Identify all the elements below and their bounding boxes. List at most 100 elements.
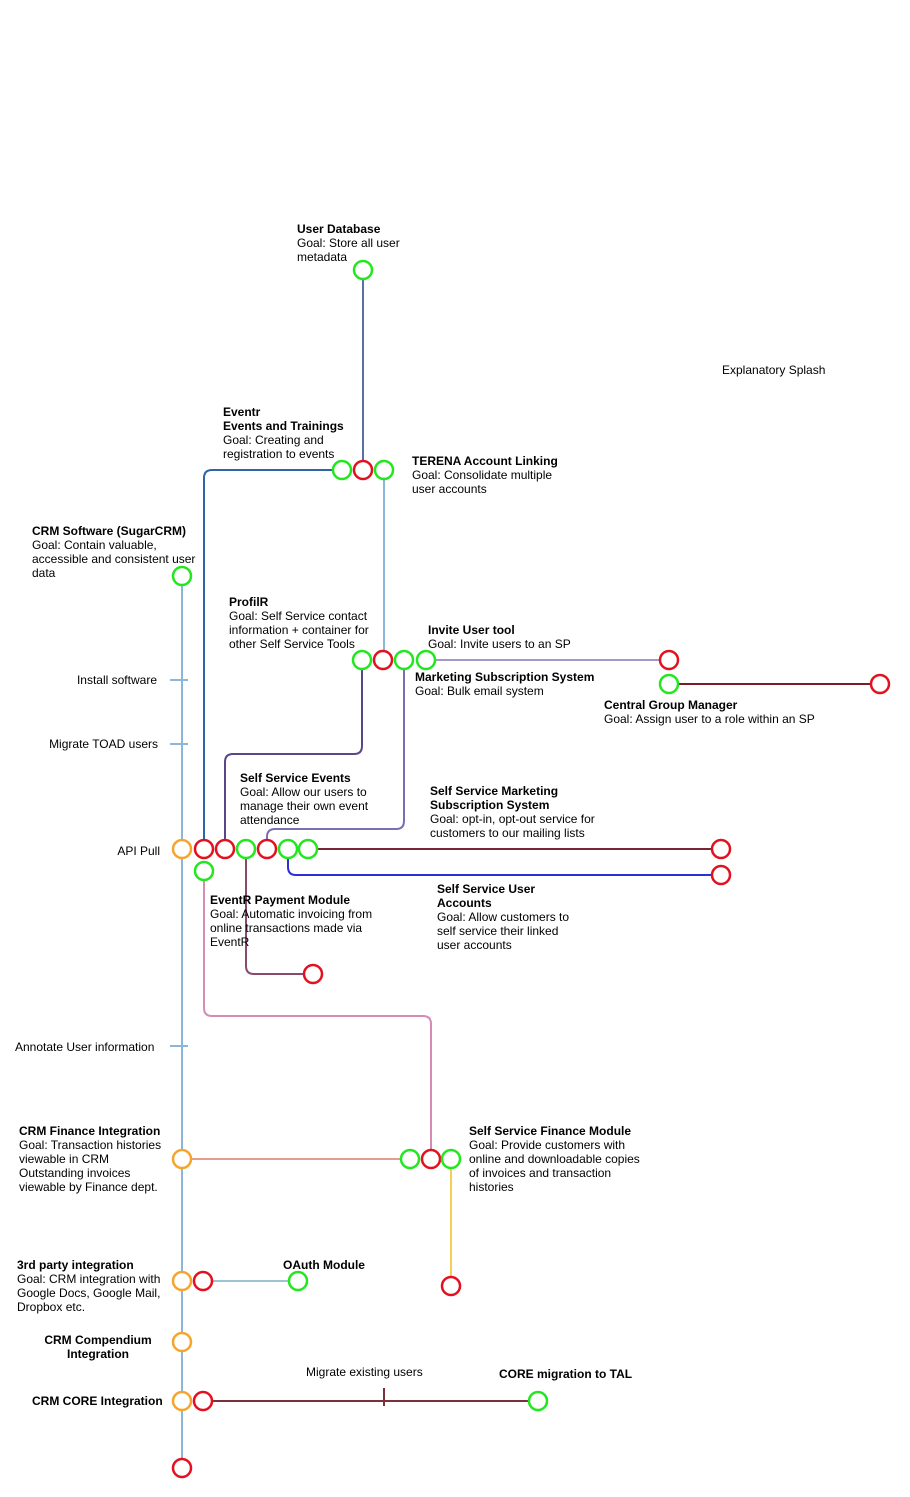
station-marketing-end <box>256 838 278 860</box>
label-title: EventR Payment Module <box>210 893 351 907</box>
station-ss-finance-end <box>440 1275 462 1297</box>
label-title: Self Service User <box>437 882 536 896</box>
label-goal: Goal: Assign user to a role within an SP <box>604 712 815 726</box>
label-goal: Dropbox etc. <box>17 1300 86 1314</box>
label-goal: customers to our mailing lists <box>430 826 585 840</box>
label-goal: Goal: Allow customers to <box>437 910 570 924</box>
station-central-end <box>869 673 891 695</box>
label-goal: metadata <box>297 250 348 264</box>
label-title: OAuth Module <box>283 1258 365 1272</box>
label-goal: Outstanding invoices <box>19 1166 131 1180</box>
label-ss-marketing: Self Service Marketing Subscription Syst… <box>430 784 595 840</box>
label-goal: data <box>32 566 56 580</box>
label-goal: information + container for <box>229 623 369 637</box>
station-ss-finance <box>440 1148 462 1170</box>
station-eventr <box>331 459 353 481</box>
label-goal: user accounts <box>412 482 487 496</box>
station-finance-branch-end <box>420 1148 442 1170</box>
label-third-party: 3rd party integration Goal: CRM integrat… <box>17 1258 160 1314</box>
station-ss-accounts <box>277 838 299 860</box>
label-api-pull: API Pull <box>117 844 160 858</box>
label-title: Central Group Manager <box>604 698 738 712</box>
station-central-group <box>658 673 680 695</box>
label-goal: histories <box>469 1180 514 1194</box>
label-goal: of invoices and transaction <box>469 1166 612 1180</box>
label-title: Self Service Events <box>240 771 351 785</box>
label-migrate-existing: Migrate existing users <box>306 1365 423 1379</box>
label-goal: manage their own event <box>240 799 369 813</box>
label-title: ProfilR <box>229 595 269 609</box>
label-title: CRM Compendium <box>44 1333 152 1347</box>
station-compendium <box>171 1331 193 1353</box>
label-goal: Goal: Invite users to an SP <box>428 637 571 651</box>
label-terena: TERENA Account Linking Goal: Consolidate… <box>412 454 558 496</box>
label-annotate: Annotate User information <box>15 1040 155 1054</box>
label-explanatory-splash: Explanatory Splash <box>722 363 826 377</box>
station-crm-core <box>171 1390 193 1412</box>
label-goal: viewable by Finance dept. <box>19 1180 158 1194</box>
label-goal: Google Docs, Google Mail, <box>17 1286 161 1300</box>
label-title: CRM Finance Integration <box>19 1124 161 1138</box>
label-ss-accounts: Self Service User Accounts Goal: Allow c… <box>437 882 569 952</box>
station-crm-spine-end <box>171 1457 193 1479</box>
station-core-tal <box>527 1390 549 1412</box>
station-ss-accounts-end <box>710 864 732 886</box>
label-payment-module: EventR Payment Module Goal: Automatic in… <box>210 893 372 949</box>
label-central-group-manager: Central Group Manager Goal: Assign user … <box>604 698 815 726</box>
label-title: Self Service Marketing <box>430 784 559 798</box>
label-core-tal: CORE migration to TAL <box>499 1367 632 1381</box>
station-crm-finance-end <box>399 1148 421 1170</box>
label-crm-core: CRM CORE Integration <box>32 1394 163 1408</box>
station-profilr-end <box>214 838 236 860</box>
station-userdb-end <box>352 459 374 481</box>
label-invite-user-tool: Invite User tool Goal: Invite users to a… <box>428 623 571 651</box>
label-title: CRM Software (SugarCRM) <box>32 524 187 538</box>
label-ss-finance: Self Service Finance Module Goal: Provid… <box>469 1124 640 1194</box>
label-goal: online and downloadable copies <box>469 1152 640 1166</box>
label-title: CRM CORE Integration <box>32 1394 163 1408</box>
marketing-line <box>266 660 405 849</box>
station-invite-end <box>658 649 680 671</box>
eventr-line <box>203 469 342 849</box>
label-compendium: CRM Compendium Integration <box>36 1333 160 1361</box>
label-goal: attendance <box>240 813 300 827</box>
station-payment-end <box>302 963 324 985</box>
label-crm-finance: CRM Finance Integration Goal: Transactio… <box>19 1124 161 1194</box>
label-goal: online transactions made via <box>210 921 363 935</box>
label-title: CORE migration to TAL <box>499 1367 633 1381</box>
station-terena-end <box>372 649 394 671</box>
label-goal: Goal: Bulk email system <box>415 684 544 698</box>
label-goal: registration to events <box>223 447 335 461</box>
station-third-party-end <box>192 1270 214 1292</box>
station-oauth <box>287 1270 309 1292</box>
label-goal: Goal: Creating and <box>223 433 324 447</box>
label-title: Invite User tool <box>428 623 515 637</box>
station-profilr <box>351 649 373 671</box>
label-title: Events and Trainings <box>223 419 344 433</box>
label-goal: Goal: Store all user <box>297 236 400 250</box>
label-goal: Goal: Allow our users to <box>240 785 367 799</box>
finance-branch-line <box>203 871 432 1159</box>
label-user-database: User Database Goal: Store all user metad… <box>297 222 400 264</box>
station-user-database <box>352 259 374 281</box>
station-crm-software <box>171 565 193 587</box>
label-title: 3rd party integration <box>17 1258 134 1272</box>
station-ss-marketing <box>297 838 319 860</box>
label-goal: EventR <box>210 935 250 949</box>
label-marketing-subscription: Marketing Subscription System Goal: Bulk… <box>415 670 594 698</box>
label-goal: Goal: Contain valuable, <box>32 538 157 552</box>
station-third-party <box>171 1270 193 1292</box>
station-ss-marketing-end <box>710 838 732 860</box>
label-goal: Goal: Consolidate multiple <box>412 468 553 482</box>
station-crm-finance <box>171 1148 193 1170</box>
label-goal: Goal: Transaction histories <box>19 1138 162 1152</box>
label-title: Accounts <box>437 896 492 910</box>
payment-line <box>245 849 313 975</box>
station-terena <box>373 459 395 481</box>
station-api-pull <box>171 838 193 860</box>
label-goal: viewable in CRM <box>19 1152 110 1166</box>
label-title: Marketing Subscription System <box>415 670 595 684</box>
label-title: Integration <box>67 1347 129 1361</box>
label-title: Subscription System <box>430 798 550 812</box>
label-title: User Database <box>297 222 381 236</box>
